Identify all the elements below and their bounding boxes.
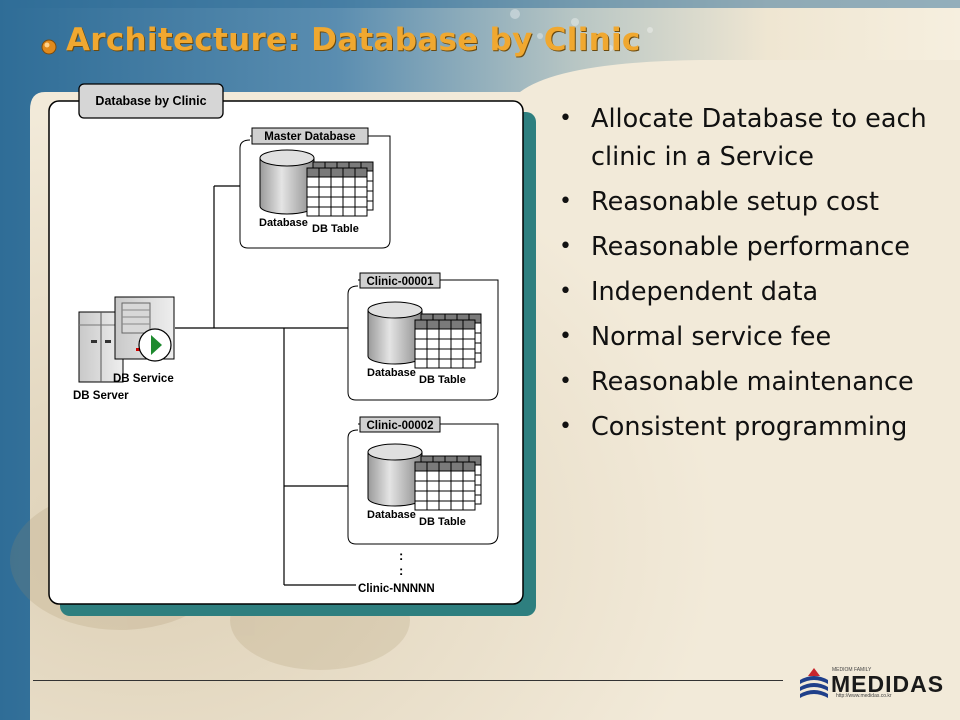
clinic-last-label: Clinic-NNNNN	[358, 583, 435, 595]
bullet-dot-icon: •	[559, 189, 572, 214]
footer-divider	[33, 680, 783, 681]
db-table-icon	[306, 161, 374, 217]
bullet-item: •Independent data	[556, 273, 946, 311]
db-table-label: DB Table	[419, 516, 466, 528]
database-label: Database	[259, 217, 308, 229]
database-label: Database	[367, 509, 416, 521]
clinic-00002-group: Clinic-00002 Database DB Table	[347, 416, 499, 545]
bullet-dot-icon: •	[559, 106, 572, 131]
ellipsis-mark: :	[399, 548, 403, 563]
logo-tagline: MEDIOM FAMILY	[832, 667, 872, 673]
clinic-00001-title: Clinic-00001	[366, 276, 434, 288]
ellipsis-mark: :	[399, 563, 403, 578]
logo-name: MEDIDAS	[831, 671, 945, 697]
database-label: Database	[367, 367, 416, 379]
bullet-list: •Allocate Database to each clinic in a S…	[556, 100, 946, 453]
medidas-logo: MEDIOM FAMILY MEDIDAS http://www.medidas…	[798, 664, 943, 700]
clinic-00001-group: Clinic-00001 Database DB Table	[347, 272, 499, 401]
bullet-item: •Reasonable performance	[556, 228, 946, 266]
database-cylinder-icon	[367, 301, 423, 365]
db-table-icon	[414, 313, 482, 369]
bullet-item: •Normal service fee	[556, 318, 946, 356]
panel-tab	[78, 83, 224, 119]
db-server-label: DB Server	[73, 390, 129, 402]
medidas-emblem-icon	[800, 668, 828, 698]
bullet-item: •Reasonable maintenance	[556, 363, 946, 401]
db-service-icon	[114, 296, 175, 362]
database-cylinder-icon	[259, 149, 315, 215]
slide-title: Architecture: Database by Clinic	[66, 22, 641, 58]
logo-url: http://www.medidas.co.kr	[836, 693, 892, 699]
master-database-group: Master Database Database DB Table	[239, 127, 391, 249]
bullet-dot-icon: •	[559, 279, 572, 304]
db-service-label: DB Service	[113, 373, 174, 385]
bullet-item: •Allocate Database to each clinic in a S…	[556, 100, 946, 176]
master-database-title: Master Database	[264, 131, 355, 143]
bullet-item: •Consistent programming	[556, 408, 946, 446]
bullet-dot-icon: •	[559, 414, 572, 439]
db-table-label: DB Table	[419, 374, 466, 386]
db-table-label: DB Table	[312, 223, 359, 235]
bullet-dot-icon: •	[559, 369, 572, 394]
bullet-item: •Reasonable setup cost	[556, 183, 946, 221]
db-table-icon	[414, 455, 482, 511]
clinic-00002-title: Clinic-00002	[366, 420, 433, 432]
panel-tab-label: Database by Clinic	[95, 94, 206, 108]
bullet-dot-icon: •	[559, 234, 572, 259]
database-cylinder-icon	[367, 443, 423, 507]
bullet-dot-icon: •	[559, 324, 572, 349]
